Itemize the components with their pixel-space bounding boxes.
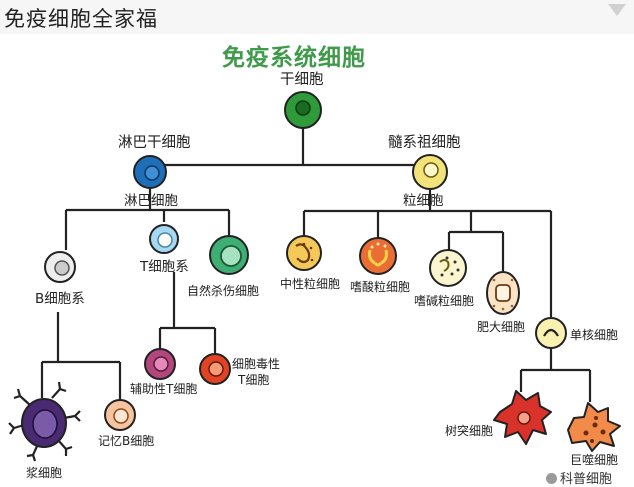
label-myeloid-progenitor: 髓系祖细胞 <box>388 135 461 151</box>
label-helper-t-cell: 辅助性T细胞 <box>130 382 198 396</box>
dropdown-arrow-icon <box>608 4 626 16</box>
neutrophil-icon <box>286 235 322 271</box>
label-neutrophil: 中性粒细胞 <box>280 277 341 291</box>
label-stem-cell: 干细胞 <box>280 72 324 88</box>
label-memory-b-cell: 记忆B细胞 <box>98 434 155 448</box>
label-granulocyte: 粒细胞 <box>403 193 444 209</box>
stem-cell-icon <box>284 91 322 129</box>
label-lymphoid-stem-cell: 淋巴干细胞 <box>118 135 191 151</box>
basophil-icon <box>429 249 467 287</box>
header-bar: 免疫细胞全家福 <box>0 0 634 34</box>
label-basophil: 嗜碱粒细胞 <box>414 294 475 308</box>
memory-b-cell-icon <box>104 399 136 431</box>
helper-t-cell-icon <box>144 348 176 380</box>
label-t-cell-series: T细胞系 <box>140 259 189 275</box>
macrophage-icon <box>567 402 621 452</box>
label-monocyte: 单核细胞 <box>570 328 619 342</box>
label-plasma-cell: 浆细胞 <box>26 466 63 480</box>
wechat-icon <box>546 473 557 484</box>
mast-cell-icon <box>486 271 520 315</box>
lymphoid-stem-cell-icon <box>133 155 167 189</box>
b-cell-icon <box>44 251 76 283</box>
diagram-title: 免疫系统细胞 <box>222 45 366 71</box>
label-macrophage: 巨噬细胞 <box>570 453 619 467</box>
plasma-cell-icon <box>8 381 81 462</box>
connector-lines <box>40 128 592 402</box>
dendritic-cell-icon <box>493 390 552 445</box>
eosinophil-icon <box>359 237 397 275</box>
label-nk-cell: 自然杀伤细胞 <box>187 284 260 298</box>
t-cell-icon <box>149 224 179 254</box>
label-dendritic-cell: 树突细胞 <box>445 424 494 438</box>
label-cytotoxic-line-1: 细胞毒性 <box>232 357 281 371</box>
monocyte-icon <box>535 317 567 349</box>
myeloid-progenitor-icon <box>412 154 448 190</box>
header-title: 免疫细胞全家福 <box>4 7 158 31</box>
nk-cell-icon <box>209 235 249 275</box>
label-lymphocyte: 淋巴细胞 <box>124 193 178 209</box>
cytotoxic-t-cell-icon <box>199 353 231 385</box>
label-mast-cell: 肥大细胞 <box>477 320 526 334</box>
label-cytotoxic-line-2: T细胞 <box>238 373 270 387</box>
watermark: 科普细胞 <box>546 468 612 487</box>
label-b-cell-series: B细胞系 <box>35 291 85 307</box>
watermark-text: 科普细胞 <box>560 472 613 487</box>
label-eosinophil: 嗜酸粒细胞 <box>350 280 411 294</box>
